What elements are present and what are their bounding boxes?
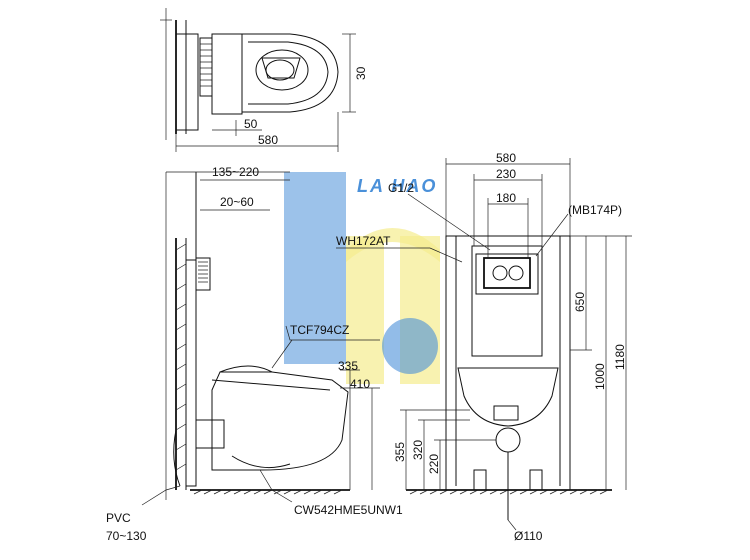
front-dim-1000-label: 1000 [593,363,607,390]
front-dim-220-label: 220 [427,454,441,474]
model-tcf-label: TCF794CZ [290,323,349,337]
side-dim-335-label: 335 [338,359,358,373]
pipe-pvc-label: PVC [106,511,131,525]
top-dim-30-label: 30 [354,66,368,80]
side-view [141,171,380,506]
pipe-range-label: 70~130 [106,529,147,543]
watermark-blue-bar [284,172,346,364]
front-dim-320-label: 320 [411,440,425,460]
front-dim-355-label: 355 [393,442,407,462]
front-dim-110-label: Ø110 [514,529,543,543]
watermark-yellow-left [346,236,384,384]
front-dim-650-label: 650 [573,292,587,312]
watermark-logo: LA HAO [284,172,440,384]
watermark-text: LA HAO [357,176,437,196]
side-dim-20-60-label: 20~60 [220,195,254,209]
front-dim-180-label: 180 [496,191,516,205]
watermark-yellow-arch [346,228,440,262]
front-dim-580-label: 580 [496,151,516,165]
top-view [160,8,356,152]
front-view [336,158,632,531]
model-bowl-label: CW542HME5UNW1 [294,503,403,517]
front-dim-230-label: 230 [496,167,516,181]
side-dim-135-220-label: 135~220 [212,165,259,179]
top-dim-580-label: 580 [258,133,278,147]
front-dim-1180-label: 1180 [613,344,627,370]
top-dim-50-label: 50 [244,117,258,131]
side-dim-410-label: 410 [350,377,370,391]
watermark-blue-dot [382,318,438,374]
model-mb-label: (MB174P) [568,203,622,217]
g12-label: G1/2 [388,181,414,195]
model-wh-label: WH172AT [336,234,391,248]
